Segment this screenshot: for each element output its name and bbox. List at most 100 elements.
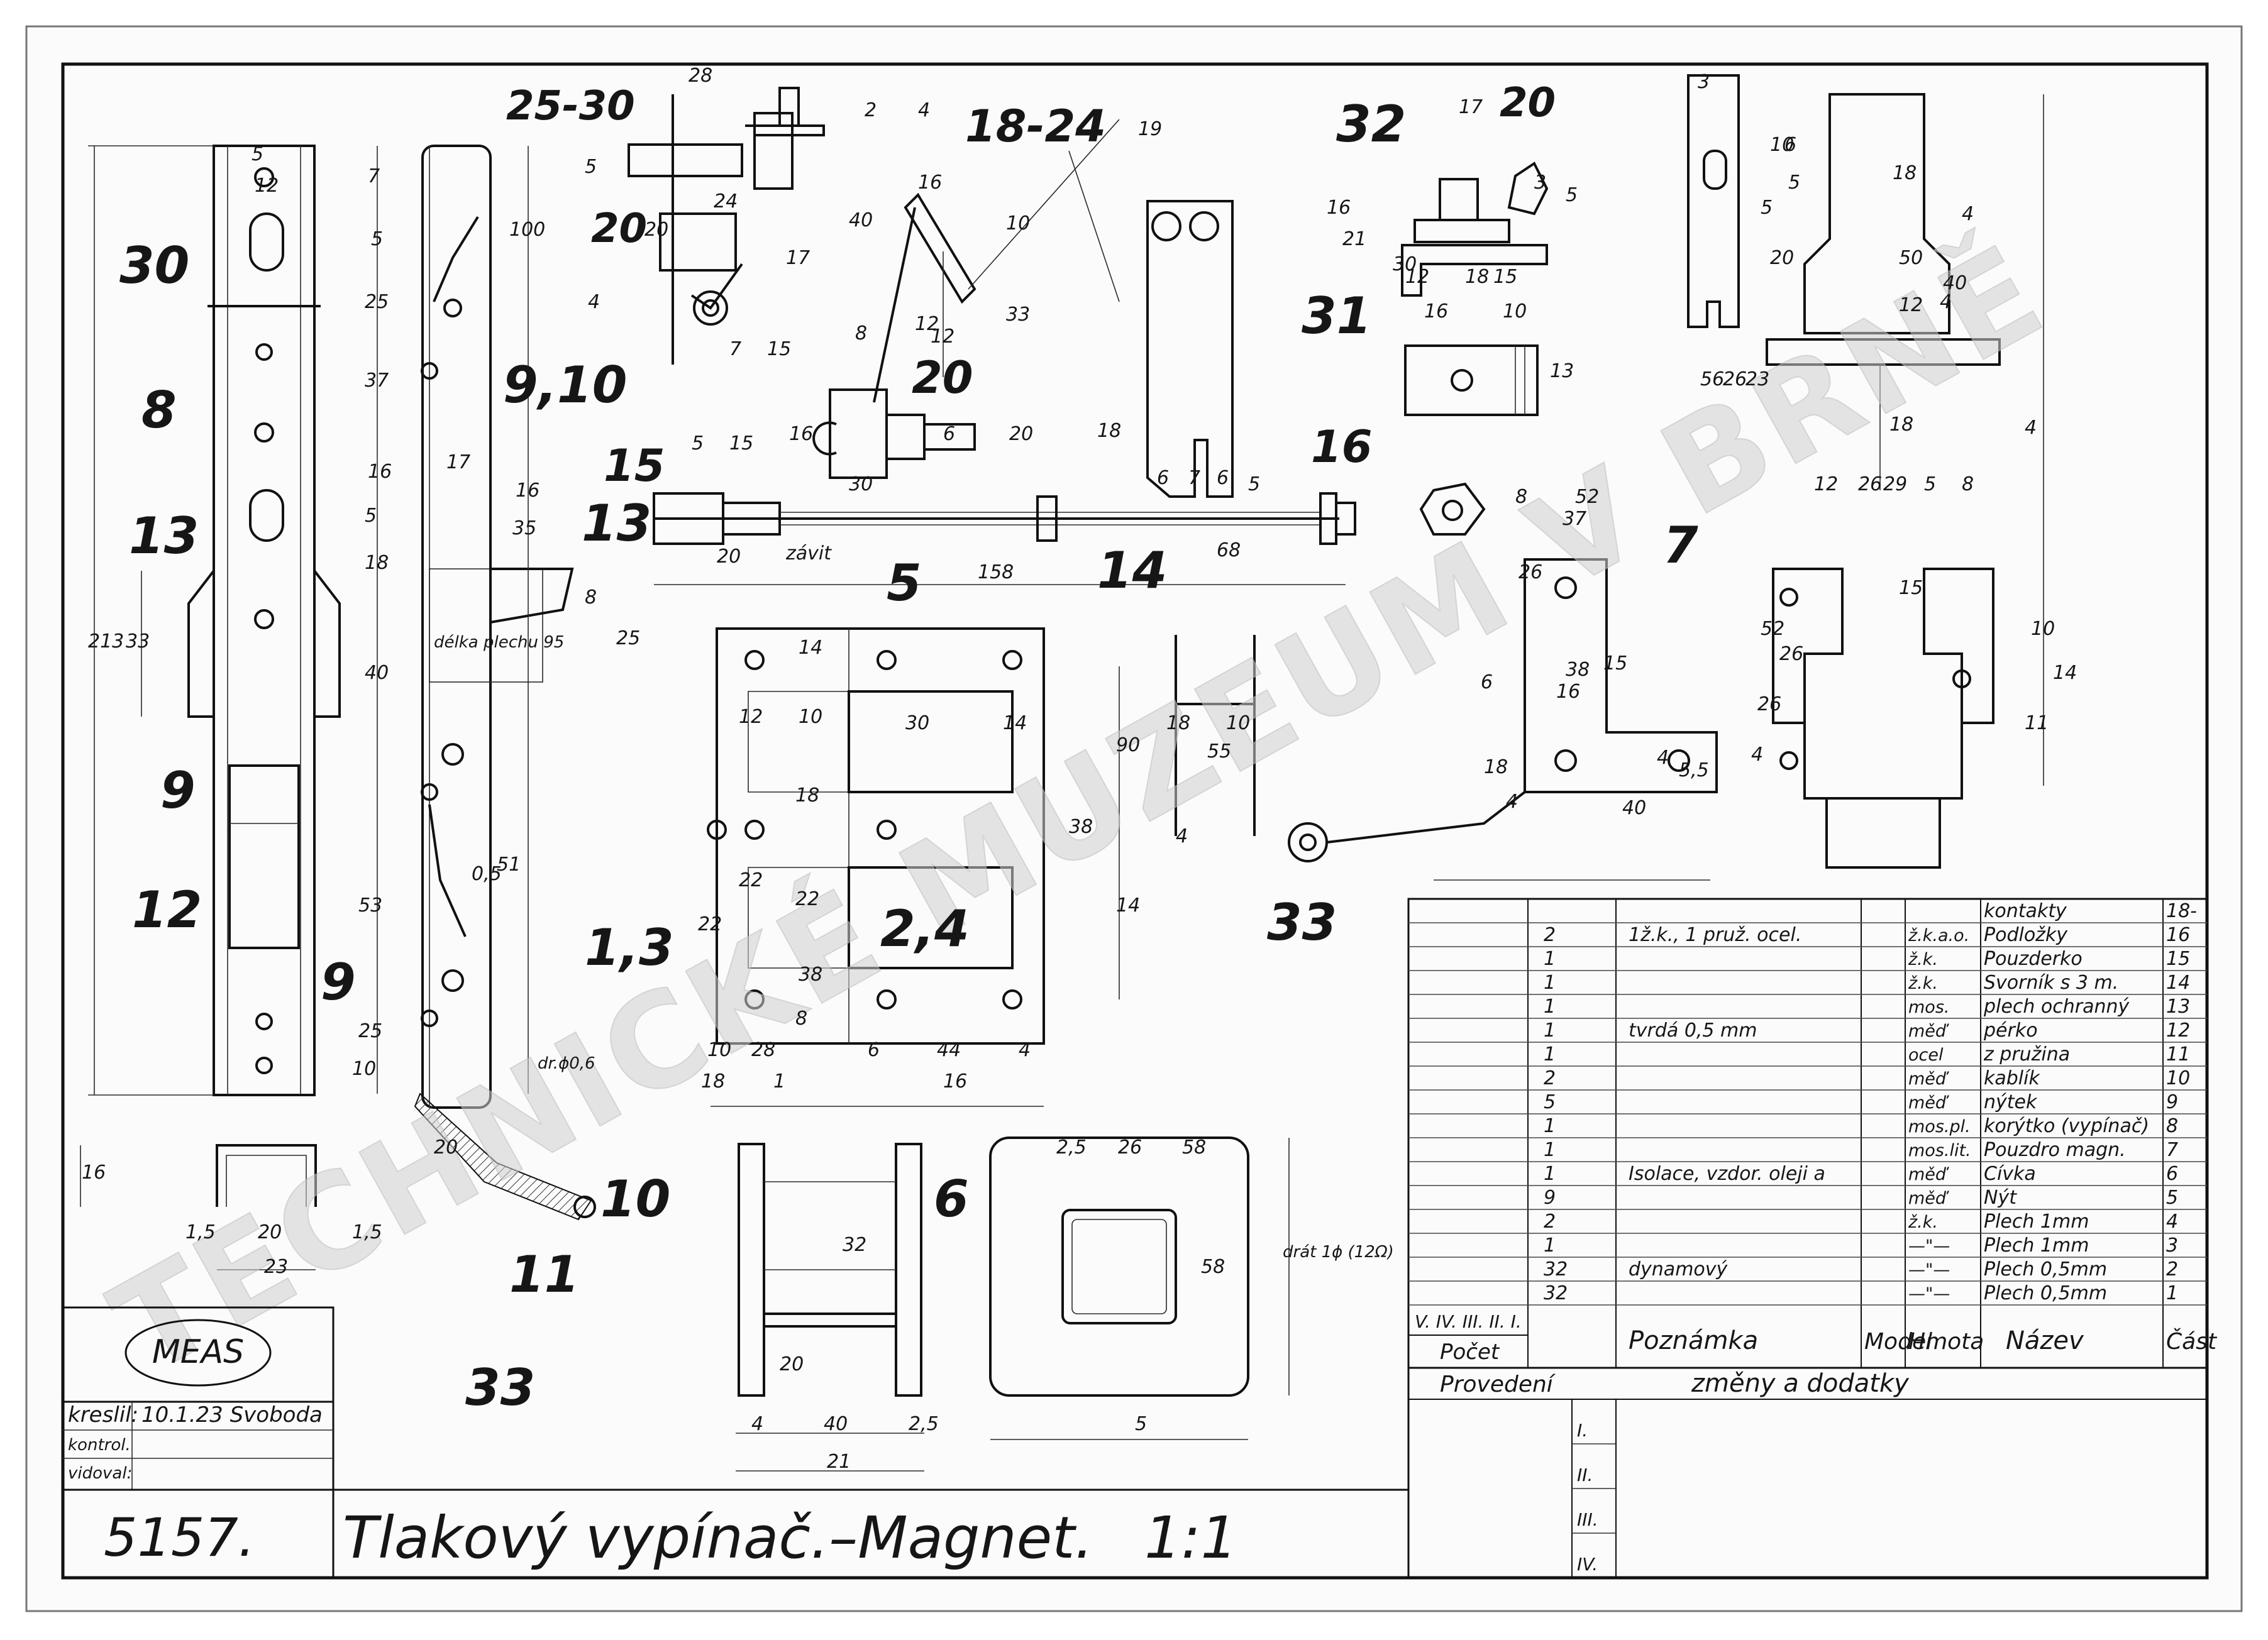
row-name: kablík	[1984, 1067, 2040, 1089]
assembly-18-24	[812, 119, 1120, 479]
dimension-label: 10	[1006, 212, 1030, 234]
dimension-label: 5	[1566, 184, 1578, 206]
dimension-label: 14	[1116, 894, 1140, 916]
row-count: 1	[1544, 1163, 1556, 1185]
dimension-label: 18	[795, 784, 819, 806]
row-material: měď	[1908, 1165, 1950, 1184]
dimension-label: 5	[371, 228, 383, 250]
dimension-label: 14	[1003, 712, 1027, 734]
dimension-label: 20	[1770, 247, 1794, 269]
callout-label: 20	[1500, 80, 1556, 126]
dimension-label: 4	[1657, 747, 1669, 769]
row-name: Svorník s 3 m.	[1984, 972, 2118, 994]
dimension-label: 18	[1484, 756, 1508, 778]
dimension-label: délka plechu 95	[434, 633, 564, 652]
row-count: 32	[1544, 1282, 1568, 1304]
callout-label: 6	[934, 1170, 969, 1228]
dimension-label: 16	[516, 480, 539, 502]
dimension-label: 40	[1943, 272, 1967, 294]
lamination-plates-1-4	[707, 627, 1120, 1107]
row-part: 10	[2166, 1067, 2190, 1089]
row-material: měď	[1908, 1069, 1950, 1089]
dimension-label: 18	[701, 1070, 725, 1092]
dimension-label: 18	[1889, 414, 1913, 436]
row-count: 1	[1544, 1043, 1556, 1065]
dimension-label: 1,5	[352, 1221, 382, 1243]
row-part: 1	[2166, 1282, 2178, 1304]
dimension-label: 26	[1723, 368, 1747, 390]
part-8-front-view	[88, 145, 341, 1096]
dimension-label: 56	[1700, 368, 1724, 390]
bolt-assembly-14-15-16	[653, 492, 1356, 585]
dimension-label: 3	[1698, 71, 1710, 93]
row-material: mos.lit.	[1908, 1141, 1971, 1160]
signoff-label-2: kontrol.	[68, 1436, 131, 1455]
row-part: 6	[2166, 1163, 2178, 1185]
dimension-label: 4	[1962, 203, 1974, 225]
dimension-label: 16	[82, 1162, 106, 1184]
dimension-label: 29	[1883, 473, 1907, 495]
dimension-label: dr.ϕ0,6	[538, 1054, 595, 1073]
dimension-label: 18	[1166, 712, 1190, 734]
dimension-label: 21	[827, 1451, 851, 1473]
dimension-label: 20	[258, 1221, 282, 1243]
dimension-label: 100	[509, 219, 545, 241]
dimension-label: 37	[1563, 508, 1586, 530]
dimension-label: 4	[588, 291, 600, 313]
dimension-label: 17	[786, 247, 810, 269]
row-count: 1	[1544, 972, 1556, 994]
dimension-label: 1,5	[185, 1221, 216, 1243]
revision-row-label: I.	[1577, 1420, 1588, 1441]
profile-part-16	[1175, 635, 1256, 836]
dimension-label: 18	[1465, 266, 1489, 288]
dimension-label: 40	[365, 662, 389, 684]
dimension-label: 10	[352, 1058, 376, 1080]
dimension-label: 55	[1207, 740, 1231, 762]
bracket-19	[1146, 200, 1234, 498]
dimension-label: 26	[1118, 1136, 1142, 1158]
dimension-label: 58	[1182, 1136, 1206, 1158]
coil-part-6	[736, 1136, 1290, 1472]
row-part: 16	[2166, 924, 2190, 946]
dimension-label: 10	[2031, 618, 2055, 640]
callout-label: 15	[604, 440, 665, 492]
dimension-label: 22	[739, 869, 763, 891]
dimension-label: 13	[1550, 360, 1574, 382]
dimension-label: 0,5	[472, 863, 502, 885]
dimension-label: 44	[937, 1039, 961, 1061]
callout-label: 9	[321, 953, 356, 1011]
dimension-label: 15	[1603, 652, 1627, 674]
revisions-header-changes: změny a dodatky	[1691, 1369, 1910, 1398]
row-part: 12	[2166, 1020, 2190, 1042]
row-name: Plech 0,5mm	[1984, 1282, 2107, 1304]
row-note: Isolace, vzdor. oleji a	[1629, 1163, 1825, 1185]
dimension-label: 5	[365, 505, 377, 527]
dimension-label: 12	[255, 175, 279, 197]
callout-label: 33	[1267, 893, 1337, 952]
dimension-label: 7	[1188, 467, 1200, 489]
dimension-label: 16	[1424, 300, 1448, 322]
dimension-label: 6	[1481, 671, 1493, 693]
dimension-label: 35	[512, 517, 536, 539]
dimension-label: 30	[849, 473, 873, 495]
dimension-label: 2,5	[1056, 1136, 1087, 1158]
row-material: mos.	[1908, 998, 1949, 1017]
dimension-label: 40	[849, 209, 873, 231]
dimension-label: 6	[868, 1039, 880, 1061]
row-count: 2	[1544, 924, 1556, 946]
logo-text: MEAS	[152, 1333, 244, 1371]
row-part: 13	[2166, 996, 2190, 1018]
row-part: 11	[2166, 1043, 2190, 1065]
assembly-25-30	[628, 87, 825, 365]
dimension-label: 50	[1899, 247, 1923, 269]
